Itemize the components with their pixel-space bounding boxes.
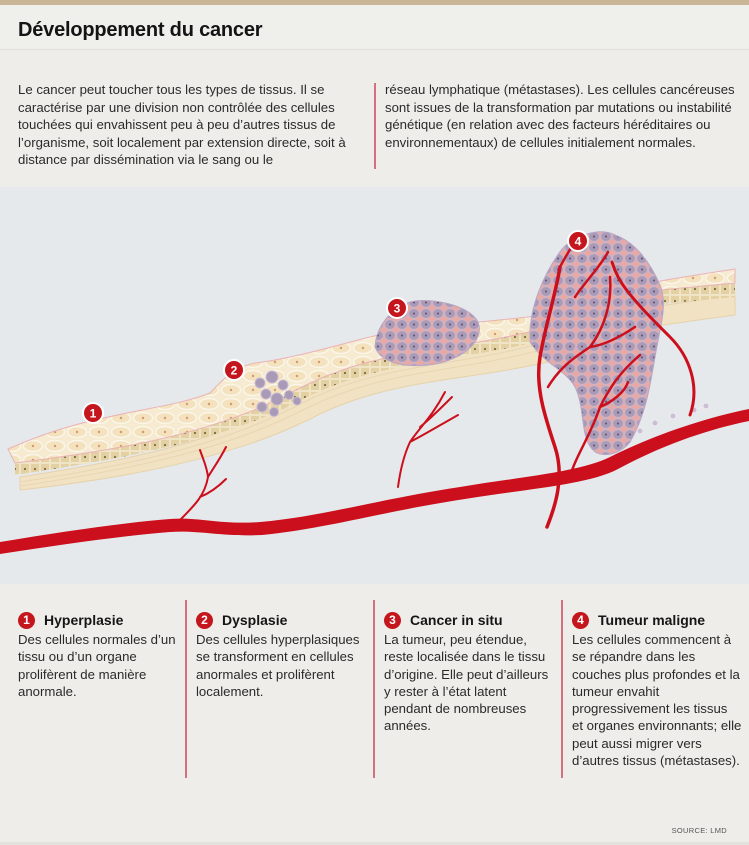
intro-text-left: Le cancer peut toucher tous les types de…: [18, 82, 346, 168]
stage-description: Des cellules hyperplasiques se transform…: [196, 632, 360, 699]
stage-title: Hyperplasie: [44, 612, 124, 628]
number-badge-icon: 2: [196, 611, 213, 629]
column-divider: [373, 600, 375, 778]
number-badge-icon: 1: [18, 611, 35, 629]
stage-description: Les cellules commencent à se répandre da…: [572, 632, 742, 769]
title-band: Développement du cancer: [0, 5, 749, 50]
marker-3: 3: [386, 297, 408, 319]
stage-title: Cancer in situ: [410, 612, 503, 628]
stage-3: 3 Cancer in situ La tumeur, peu étendue,…: [384, 610, 554, 735]
stage-1: 1 Hyperplasie Des cellules normales d’un…: [18, 610, 183, 700]
stage-4: 4 Tumeur maligne Les cellules commencent…: [572, 610, 742, 769]
dysplasia-cells: [254, 370, 302, 417]
intro-text-right: réseau lymphatique (métastases). Les cel…: [385, 82, 735, 150]
stage-2: 2 Dysplasie Des cellules hyperplasiques …: [196, 610, 366, 700]
svg-text:3: 3: [394, 302, 401, 316]
source-credit: SOURCE: LMD: [671, 826, 727, 835]
intro-divider: [374, 83, 376, 169]
column-divider: [185, 600, 187, 778]
top-accent-bar: [0, 0, 749, 5]
marker-2: 2: [223, 359, 245, 381]
tissue-diagram: 1 2 3 4: [0, 230, 749, 554]
svg-text:1: 1: [90, 407, 97, 421]
stage-description: La tumeur, peu étendue, reste localisée …: [384, 632, 549, 734]
svg-text:4: 4: [575, 235, 582, 249]
bottom-border: [0, 842, 749, 845]
stage-title: Tumeur maligne: [598, 612, 706, 628]
marker-4: 4: [567, 230, 589, 252]
intro-section: Le cancer peut toucher tous les types de…: [0, 51, 749, 187]
stages-legend: 1 Hyperplasie Des cellules normales d’un…: [0, 584, 749, 845]
page-title: Développement du cancer: [18, 19, 263, 41]
stage-title: Dysplasie: [222, 612, 288, 628]
stage-description: Des cellules normales d’un tissu ou d’un…: [18, 632, 176, 699]
cancer-development-illustration: 1 2 3 4: [0, 187, 749, 584]
svg-text:2: 2: [231, 364, 238, 378]
circulating-tumor-cells: [636, 402, 710, 435]
number-badge-icon: 3: [384, 611, 401, 629]
column-divider: [561, 600, 563, 778]
number-badge-icon: 4: [572, 611, 589, 629]
marker-1: 1: [82, 402, 104, 424]
